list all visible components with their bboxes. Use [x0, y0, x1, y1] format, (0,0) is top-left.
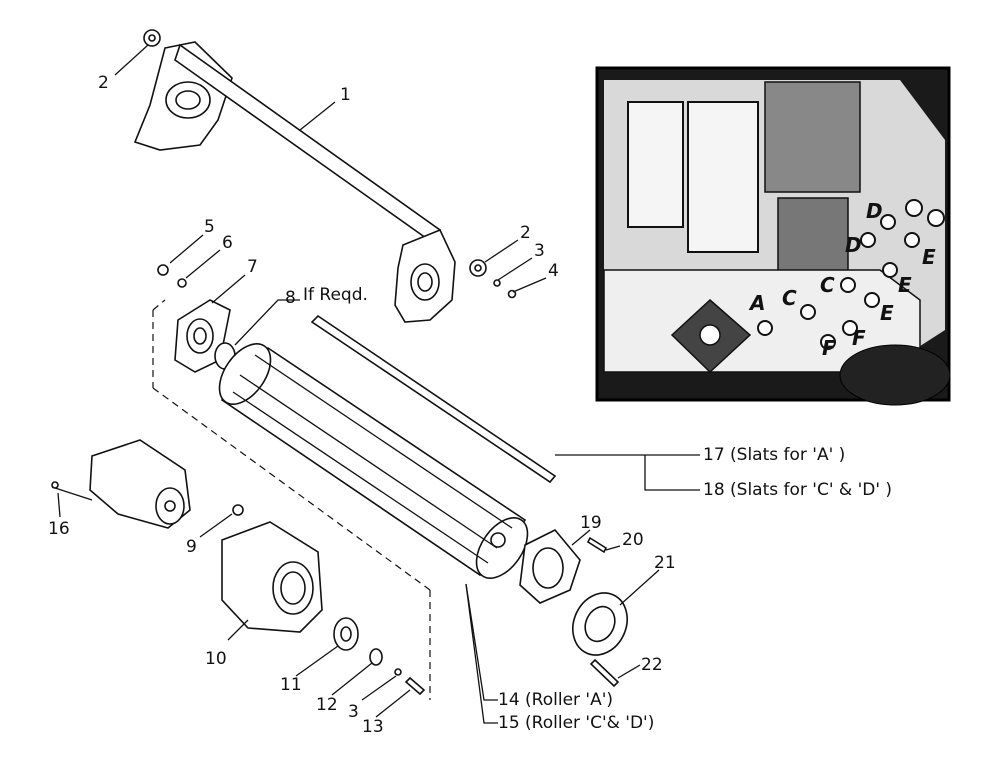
bearing-housing-10 [221, 521, 323, 633]
inset-label-C2: C [820, 273, 835, 297]
washer-3b [394, 668, 402, 676]
part-label-5: 5 [204, 217, 215, 237]
part-label-6: 6 [222, 233, 233, 253]
inset-label-E3: E [880, 301, 894, 325]
washer-3 [493, 279, 501, 287]
part-label-7: 7 [247, 257, 258, 277]
part-label-22: 22 [641, 655, 663, 675]
slats-cd-label: 18 (Slats for 'C' & 'D' ) [703, 480, 892, 500]
inset-label-C1: C [782, 286, 797, 310]
frame-bar-assembly [133, 41, 456, 323]
part-label-19: 19 [580, 513, 602, 533]
roller-cd-label: 15 (Roller 'C'& 'D') [498, 713, 654, 733]
roller-cylinder [218, 343, 529, 579]
inset-label-D2: D [866, 199, 883, 223]
part-label-16: 16 [48, 519, 70, 539]
if-reqd-note: If Reqd. [303, 285, 368, 305]
part-label-2a: 2 [98, 73, 109, 93]
part-label-13: 13 [362, 717, 384, 737]
part-label-3a: 3 [534, 241, 545, 261]
roller-positions [757, 199, 945, 350]
leader-lines [57, 44, 700, 724]
part-label-10: 10 [205, 649, 227, 669]
top-grille [764, 81, 861, 193]
part-label-8: 8 [285, 288, 296, 308]
washer-6 [177, 278, 187, 288]
part-label-3b: 3 [348, 702, 359, 722]
part-label-12: 12 [316, 695, 338, 715]
roller-a-label: 14 (Roller 'A') [498, 690, 613, 710]
bolt-5 [157, 264, 169, 276]
hydraulic-motor [51, 439, 191, 529]
inset-label-E1: E [922, 245, 936, 269]
inset-label-D1: D [845, 233, 862, 257]
machine-inset-view: A C C D D E E E F F [595, 66, 951, 406]
inset-label-F2: F [852, 326, 866, 350]
guide-dashed-line [152, 299, 431, 700]
side-grille [777, 197, 849, 281]
inset-label-A: A [748, 291, 765, 315]
collar-19 [519, 529, 581, 604]
wheel [839, 344, 951, 406]
inset-label-F1: F [822, 336, 836, 360]
cab-door-right [687, 101, 759, 253]
part-label-11: 11 [280, 675, 302, 695]
slat-bar [310, 314, 557, 484]
sprocket-11 [333, 617, 359, 651]
screw-13 [404, 676, 426, 696]
part-label-20: 20 [622, 530, 644, 550]
part-label-4: 4 [548, 261, 559, 281]
part-labels: 2 1 2 3 4 5 6 7 8 If Reqd. 9 10 11 12 3 … [48, 73, 892, 737]
part-label-2b: 2 [520, 223, 531, 243]
pin-20 [586, 536, 608, 554]
washer-12 [369, 648, 383, 666]
bolt-head-top [143, 29, 161, 47]
cab-door-left [627, 101, 684, 228]
part-label-9: 9 [186, 537, 197, 557]
part-label-1: 1 [340, 85, 351, 105]
inset-label-E2: E [898, 273, 912, 297]
screw-22 [589, 658, 620, 688]
part-label-21: 21 [654, 553, 676, 573]
bearing-21 [572, 592, 628, 656]
screw-9 [232, 504, 244, 516]
slats-a-label: 17 (Slats for 'A' ) [703, 445, 845, 465]
bolt-head-right [469, 259, 487, 277]
